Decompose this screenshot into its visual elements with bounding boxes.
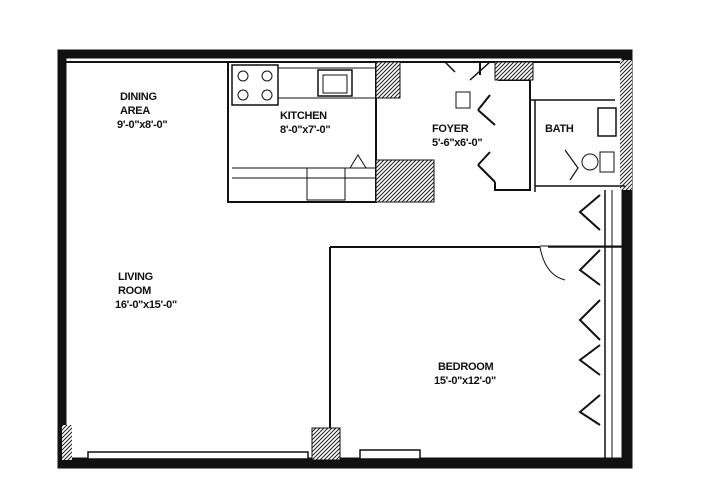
bath-label: BATH <box>545 122 574 136</box>
oven <box>306 167 346 201</box>
closet-fixture <box>455 91 471 109</box>
room-name: DINING <box>120 91 157 103</box>
wall-hatch <box>62 425 72 460</box>
outer-wall-right <box>621 49 633 469</box>
bathtub <box>597 107 617 137</box>
living-room-label: LIVING ROOM 16'-0"x15'-0" <box>115 270 177 312</box>
room-name: BATH <box>545 123 574 135</box>
wall-hatch <box>375 159 435 203</box>
closet-door <box>578 249 601 286</box>
room-name: ROOM <box>118 285 152 297</box>
kitchen-wall <box>227 61 377 203</box>
wall-hatch <box>311 427 341 461</box>
foyer-wall <box>479 62 531 191</box>
room-name: AREA <box>120 105 150 117</box>
toilet-icon <box>581 153 599 171</box>
wall-hatch <box>494 61 534 81</box>
outer-wall-left <box>57 49 67 466</box>
room-name: LIVING <box>118 271 153 283</box>
window <box>87 451 309 460</box>
bedroom-wall <box>329 246 540 428</box>
foyer-label: FOYER 5'-6"x6'-0" <box>432 122 483 150</box>
closet-door <box>578 194 601 231</box>
closet-door <box>578 344 601 376</box>
wall-hatch <box>620 60 632 190</box>
room-size: 16'-0"x15'-0" <box>115 299 177 311</box>
room-name: KITCHEN <box>280 110 327 122</box>
kitchen-label: KITCHEN 8'-0"x7'-0" <box>280 109 331 137</box>
stove-icon <box>231 64 279 106</box>
room-name: BEDROOM <box>438 361 494 373</box>
room-size: 15'-0"x12'-0" <box>434 375 496 387</box>
outer-wall-top <box>57 49 633 59</box>
window <box>359 449 421 460</box>
bedroom-label: BEDROOM 15'-0"x12'-0" <box>434 360 496 388</box>
dining-area-label: DINING AREA 9'-0"x8'-0" <box>117 90 168 132</box>
room-name: FOYER <box>432 123 469 135</box>
closet-door <box>578 299 601 341</box>
wall-hatch <box>375 61 401 99</box>
room-size: 5'-6"x6'-0" <box>432 137 483 149</box>
closet-door <box>578 394 601 426</box>
sink-icon <box>317 69 353 97</box>
room-size: 8'-0"x7'-0" <box>280 124 331 136</box>
room-size: 9'-0"x8'-0" <box>117 119 168 131</box>
door-swing <box>477 94 496 183</box>
